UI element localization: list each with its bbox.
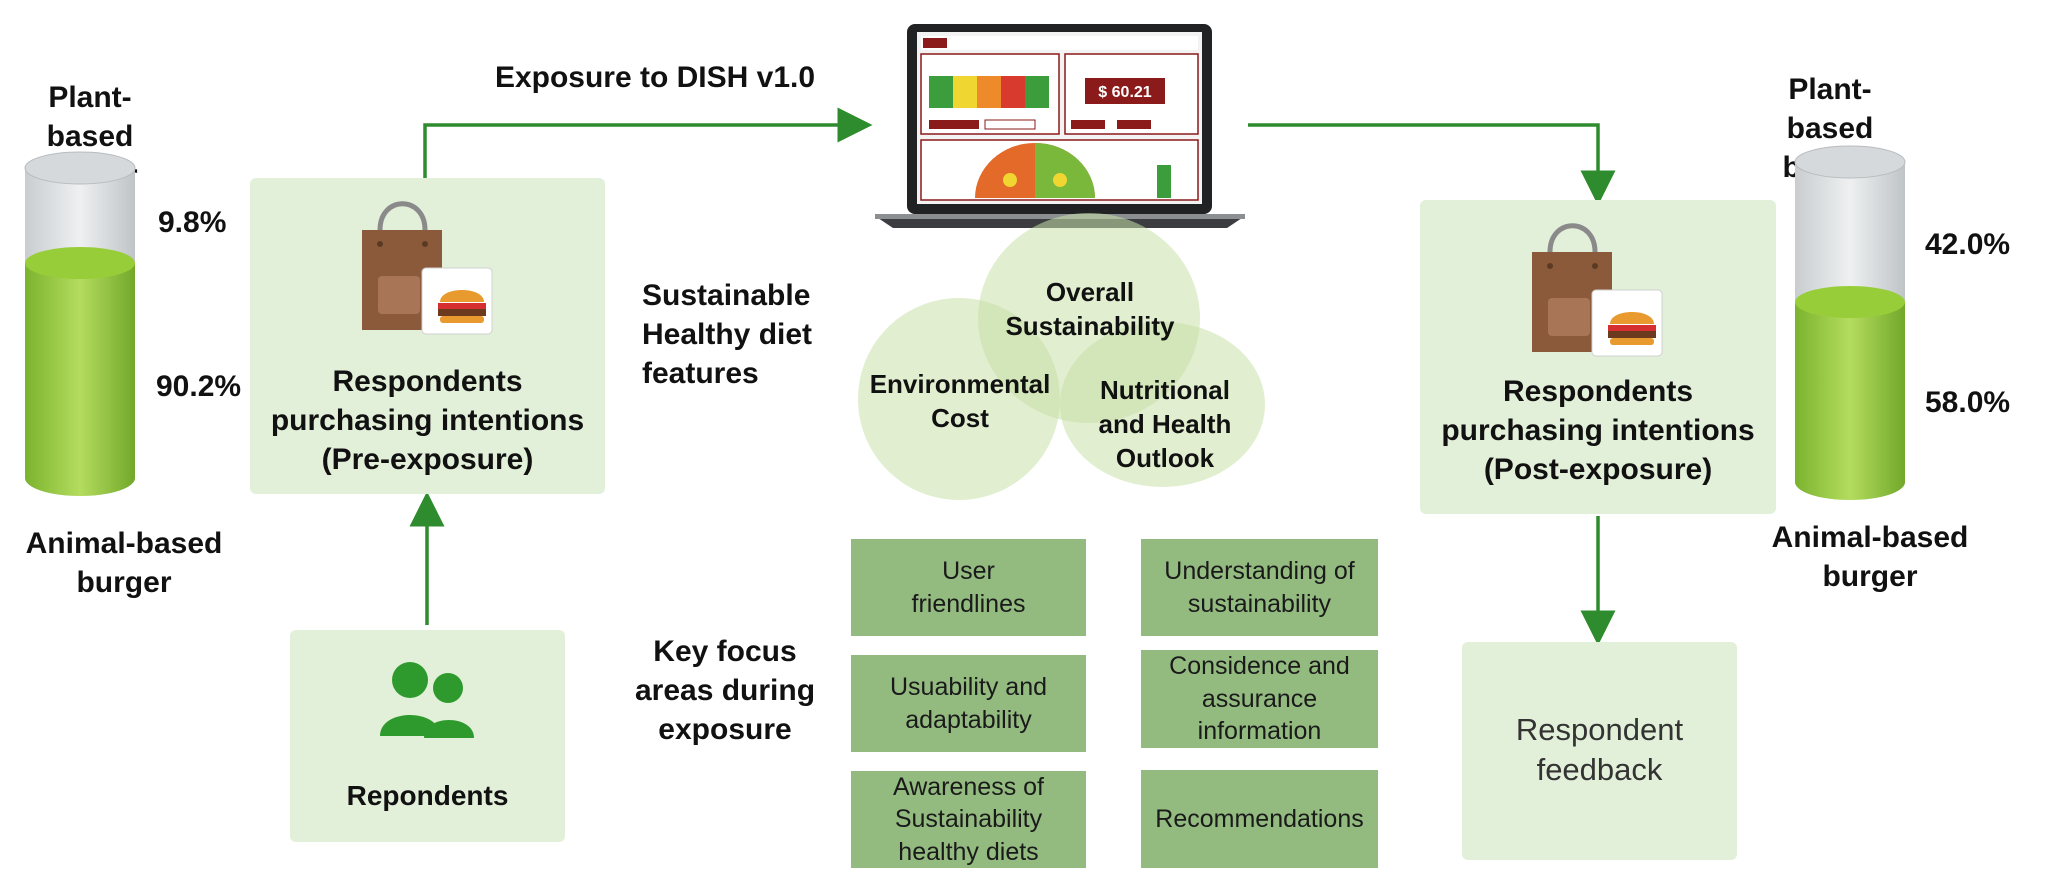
venn-right-label: Nutritional and Health Outlook [1098,375,1232,473]
post-cylinder-chart [1794,145,1906,500]
post-animal-fill-top [1795,286,1905,318]
venn-circle-left [858,298,1060,500]
post-plant-pct: 42.0% [1925,228,2011,261]
post-animal-fill [1795,302,1905,500]
laptop-icon: $ 60.21 [875,24,1245,228]
feedback-box: Respondent feedback [1462,642,1737,860]
pre-animal-fill [25,263,135,496]
laptop-price-text: $ 60.21 [1098,84,1151,101]
venn-left-label: Environmental Cost [869,369,1051,433]
focus-heading: Key focus areas during exposure [634,635,816,746]
focus-area-6: Recommendations [1141,770,1378,868]
respondents-label: Repondents [346,780,509,811]
pre-exposure-label: Respondents purchasing intentions (Pre-e… [270,365,585,476]
people-icon [380,662,474,738]
focus-area-4: Considence and assurance information [1141,650,1378,748]
pre-animal-fill-top [25,247,135,279]
arrow-pre-to-laptop [423,107,873,178]
focus-area-3: Usuability and adaptability [851,655,1086,752]
shopping-bag-icon [362,201,493,335]
post-exposure-label: Respondents purchasing intentions (Post-… [1441,375,1755,486]
post-animal-label: Animal-based burger [1771,521,1969,593]
focus-area-2: Understanding of sustainability [1141,539,1378,636]
arrow-laptop-to-post [1248,123,1616,206]
pre-animal-pct: 90.2% [156,370,242,403]
venn-circle-right [1060,322,1265,487]
focus-area-5: Awareness of Sustainability healthy diet… [851,771,1086,868]
post-animal-pct: 58.0% [1925,386,2011,419]
exposure-title: Exposure to DISH v1.0 [494,61,816,94]
burger-icon [1608,312,1656,345]
feedback-label: Respondent feedback [1515,712,1684,788]
burger-icon [438,290,486,323]
features-label: Sustainable Healthy diet features [642,279,813,390]
respondents-box: Repondents [290,630,565,842]
pre-exposure-box: Respondents purchasing intentions (Pre-e… [250,178,605,494]
venn-top-label: Overall Sustainability [1005,277,1175,341]
pre-animal-label: Animal-based burger [25,527,223,599]
pre-plant-pct: 9.8% [158,206,227,239]
pre-cylinder-chart [24,151,136,496]
post-exposure-box: Respondents purchasing intentions (Post-… [1420,200,1776,514]
focus-area-1: User friendlines [851,539,1086,636]
